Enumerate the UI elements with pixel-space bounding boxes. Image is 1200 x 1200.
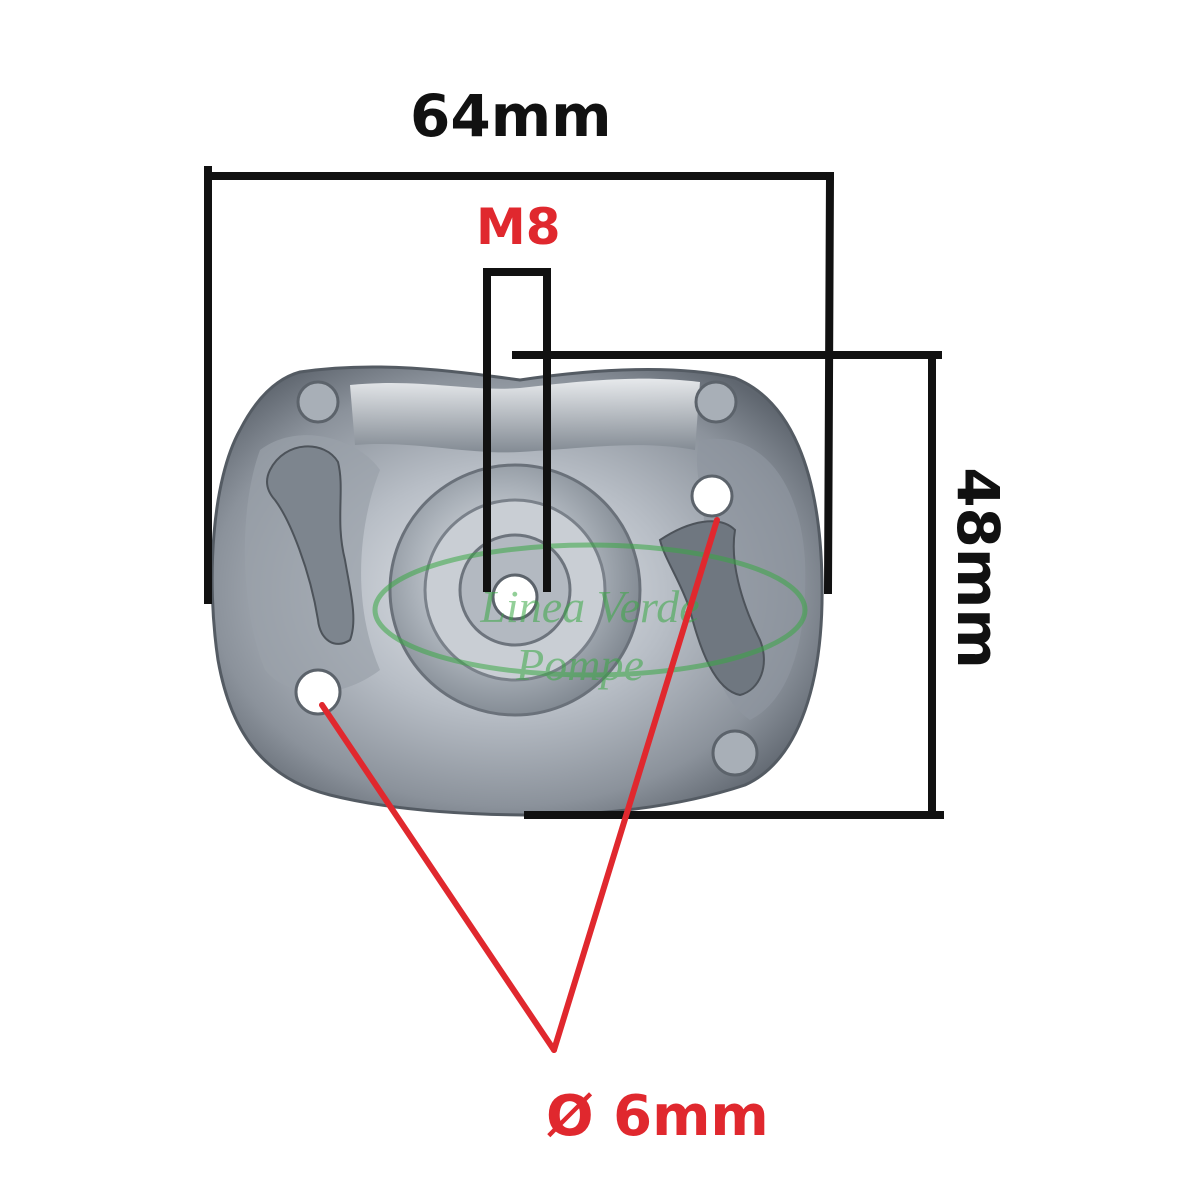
hole-callout: [319, 517, 720, 1053]
height-dimension: [512, 351, 944, 819]
thread-label: M8: [476, 198, 561, 256]
height-label: 48mm: [944, 467, 1012, 669]
center-thread-hole: [491, 573, 539, 621]
width-dim-right: [823, 171, 835, 595]
width-dimension: [204, 166, 835, 604]
callout-line-right: [551, 517, 720, 1053]
callout-line-left: [319, 702, 557, 1053]
watermark-line2: Pompe: [515, 639, 644, 690]
corner-boss-top-left: [296, 380, 340, 424]
thread-dimension: [483, 268, 551, 592]
width-label: 64mm: [410, 82, 612, 150]
watermark-swoosh: [372, 542, 808, 678]
left-pawl: [266, 445, 355, 645]
mounting-hole-right: [690, 474, 734, 518]
corner-boss-bottom-right: [711, 729, 759, 777]
watermark-line1: Linea Verde: [479, 581, 699, 632]
corner-boss-top-right: [694, 380, 738, 424]
metal-plate: [210, 365, 824, 817]
watermark: Linea Verde Pompe: [372, 542, 808, 690]
hole-diameter-label: Ø 6mm: [546, 1084, 769, 1149]
top-rib: [350, 378, 700, 453]
mounting-hole-left: [294, 668, 342, 716]
